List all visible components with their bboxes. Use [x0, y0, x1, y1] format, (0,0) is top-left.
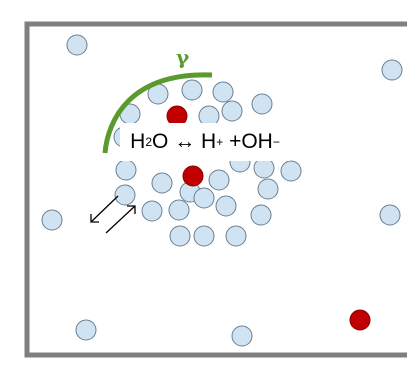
water-molecule [168, 199, 190, 221]
water-molecule [208, 169, 230, 191]
water-molecule [151, 172, 173, 194]
reactant-subscript: 2 [145, 135, 152, 149]
water-molecule [193, 225, 215, 247]
water-molecule [225, 225, 247, 247]
molecule-group [41, 34, 403, 347]
reactant-symbol: H [130, 130, 146, 153]
water-molecule [381, 59, 403, 81]
gamma-symbol: γ [176, 45, 190, 69]
reactant-tail: O [152, 130, 169, 153]
ion-particle [182, 165, 204, 187]
water-molecule [141, 200, 163, 222]
equilibrium-arrow: ↔ [174, 130, 196, 153]
interface-curve [102, 72, 213, 154]
ion-group [166, 105, 371, 331]
product2-charge: − [272, 135, 280, 149]
water-molecule [231, 325, 253, 347]
water-molecule [212, 81, 234, 103]
water-molecule [114, 184, 136, 206]
water-molecule [251, 93, 273, 115]
water-molecule [250, 204, 272, 226]
water-molecule [66, 34, 88, 56]
water-molecule [115, 159, 137, 181]
water-molecule [253, 157, 275, 179]
water-molecule [215, 195, 237, 217]
water-molecule [379, 204, 401, 226]
product1-charge: + [216, 135, 224, 149]
product1-symbol: H [201, 130, 217, 153]
water-molecule [75, 319, 97, 341]
product2-symbol: +OH [229, 130, 273, 153]
ion-particle [349, 309, 371, 331]
water-molecule [257, 178, 279, 200]
water-molecule [41, 209, 63, 231]
water-molecule [280, 160, 302, 182]
water-molecule [169, 225, 191, 247]
water-molecule [221, 100, 243, 122]
water-molecule [181, 79, 203, 101]
double-diagonal-arrow-icon [90, 195, 136, 234]
water-molecule [193, 187, 215, 209]
container-border [24, 21, 407, 358]
